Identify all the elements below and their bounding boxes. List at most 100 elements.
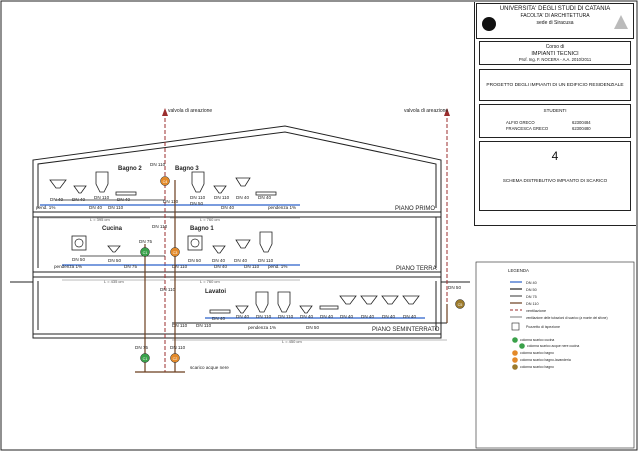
dn-label: DN 110 bbox=[160, 287, 176, 292]
dimension-label: L = 435 cm bbox=[104, 279, 124, 284]
legend-marker-icon bbox=[512, 337, 518, 343]
dn-label: DN 110 bbox=[258, 258, 274, 263]
dn-label: DN 110 bbox=[278, 314, 294, 319]
sheet-title: SCHEMA DISTRIBUTIVO IMPIANTO DI SCARICO bbox=[502, 178, 608, 183]
dn-label: DN 40 bbox=[361, 314, 374, 319]
first-floor bbox=[40, 171, 300, 206]
legend-trap-icon bbox=[511, 322, 520, 331]
sink-fixture bbox=[360, 295, 378, 305]
dn-label: DN 40 bbox=[403, 314, 416, 319]
project-title: PROGETTO DEGLI IMPIANTI DI UN EDIFICIO R… bbox=[486, 83, 624, 88]
slope-label: pend. 1% bbox=[268, 264, 287, 269]
legend-label: colonna scarico cucina bbox=[520, 338, 554, 342]
floor-label-basement: PIANO SEMINTERRATO bbox=[372, 327, 440, 333]
dn-label: DN 40 bbox=[212, 258, 225, 263]
room-label-washroom: Lavatoi bbox=[205, 289, 226, 295]
dimension-label: L = 760 cm bbox=[200, 279, 220, 284]
stack-marker-label: C5 bbox=[458, 303, 463, 307]
faculty-name: FACOLTA' DI ARCHITETTURA bbox=[520, 13, 590, 19]
legend-note: ventilazione delle tubazioni di scarico … bbox=[526, 316, 608, 320]
dn-label: DN 110 bbox=[196, 323, 212, 328]
legend-label: DN 50 bbox=[526, 288, 537, 292]
vent-label-right: valvola di areazione bbox=[404, 108, 448, 114]
dishwasher-fixture bbox=[71, 235, 87, 251]
dn-label: DN 110 bbox=[150, 162, 166, 167]
wc-fixture bbox=[259, 231, 273, 253]
dn-label: DN 40 bbox=[300, 314, 313, 319]
wc-fixture bbox=[95, 171, 109, 193]
faculty-seat: sede di Siracusa bbox=[536, 20, 574, 26]
dn-label: DN 110 bbox=[172, 323, 188, 328]
stack-marker-c5 bbox=[455, 299, 465, 309]
shower-fixture bbox=[209, 309, 231, 314]
dn-label: DN 40 bbox=[340, 314, 353, 319]
shower-fixture bbox=[255, 191, 277, 196]
dimension-label: L = 450 cm bbox=[282, 339, 302, 344]
title-block-header: UNIVERSITA' DEGLI STUDI DI CATANIA FACOL… bbox=[476, 3, 634, 39]
vent-arrow-right bbox=[444, 108, 450, 116]
legend bbox=[475, 261, 635, 449]
course-professor: Prof. Ing. F. NOCERA - A.A. 2010/2011 bbox=[518, 57, 592, 62]
stack-marker-label: C4 bbox=[163, 180, 168, 184]
washing-machine-fixture bbox=[187, 235, 203, 251]
student-id: 62300480 bbox=[572, 126, 591, 131]
legend-label: DN 110 bbox=[526, 302, 539, 306]
course-label: Corso di bbox=[545, 44, 565, 50]
dn-label: DN 110 bbox=[244, 264, 260, 269]
room-label-bath-2: Bagno 2 bbox=[118, 166, 142, 172]
slope-label: pend. 1% bbox=[36, 205, 55, 210]
bidet-fixture bbox=[212, 245, 226, 254]
dn-label: DN 40 bbox=[236, 195, 249, 200]
legend-label: colonna scarico bagno-lavanderia bbox=[520, 358, 571, 362]
legend-marker-icon bbox=[519, 343, 525, 349]
dn-label: DN 40 bbox=[72, 197, 85, 202]
ground-floor bbox=[62, 231, 300, 266]
title-block-students: STUDENTI ALFIO GRECO 62300484 FRANCESCA … bbox=[479, 104, 631, 138]
stack-marker-c1 bbox=[140, 353, 150, 363]
sewer-label: scarico acque nere bbox=[190, 365, 229, 370]
stack-marker-label: C3 bbox=[173, 251, 178, 255]
bidet-fixture bbox=[73, 185, 87, 194]
stack-marker-c1 bbox=[140, 247, 150, 257]
dn-label: DN 75 bbox=[139, 239, 152, 244]
sink-fixture bbox=[49, 179, 67, 189]
dimension-label: L = 395 cm bbox=[90, 217, 110, 222]
dn-label: DN 50 bbox=[306, 325, 319, 330]
dn-label: DN 40 bbox=[221, 205, 234, 210]
dn-label: DN 40 bbox=[214, 264, 227, 269]
wc-fixture bbox=[255, 291, 269, 313]
dn-label: DN 40 bbox=[117, 197, 130, 202]
legend-label: colonna scarico acque nere cucina bbox=[527, 344, 579, 348]
sheet-number: 4 bbox=[551, 149, 559, 163]
stack-marker-c2 bbox=[170, 353, 180, 363]
dn-label: DN 110 bbox=[94, 195, 110, 200]
dn-label: DN 40 bbox=[382, 314, 395, 319]
title-block-frame bbox=[474, 2, 636, 226]
drain-stacks bbox=[135, 180, 448, 373]
slope-label: pendenza 1% bbox=[248, 325, 276, 330]
legend-marker-icon bbox=[512, 350, 518, 356]
dimension-label: L = 760 cm bbox=[200, 217, 220, 222]
dn-label: DN 110 bbox=[190, 195, 206, 200]
dn-label: DN 50 bbox=[190, 201, 203, 206]
dn-label: DN 110 bbox=[108, 205, 124, 210]
basement-floor bbox=[172, 291, 447, 324]
stack-marker-label: C1 bbox=[143, 251, 148, 255]
faculty-logo-icon bbox=[614, 15, 628, 29]
title-block-project: PROGETTO DEGLI IMPIANTI DI UN EDIFICIO R… bbox=[479, 69, 631, 101]
stack-marker-label: C1 bbox=[143, 357, 148, 361]
title-block-course: Corso di IMPIANTI TECNICI Prof. Ing. F. … bbox=[479, 41, 631, 65]
sink-fixture bbox=[235, 239, 251, 249]
legend-marker-icon bbox=[512, 364, 518, 370]
student-id: 62300484 bbox=[572, 120, 591, 125]
dn-label: DN 110 bbox=[214, 195, 230, 200]
wc-fixture bbox=[277, 291, 291, 313]
legend-label: colonna scarico bagno bbox=[520, 351, 554, 355]
bidet-fixture bbox=[235, 305, 249, 314]
dn-label: DN 110 bbox=[172, 264, 188, 269]
legend-label: ventilazione bbox=[526, 309, 546, 313]
dn-label: DN 40 bbox=[89, 205, 102, 210]
dn-label: DN 110 bbox=[163, 199, 179, 204]
